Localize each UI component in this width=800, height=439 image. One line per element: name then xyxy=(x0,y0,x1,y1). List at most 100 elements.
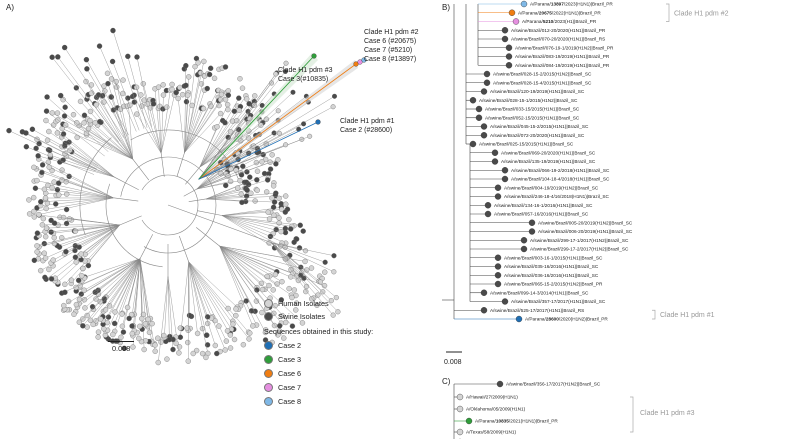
tree-branch xyxy=(198,105,263,180)
human-isolate-swatch xyxy=(264,299,273,308)
swine-tip xyxy=(131,99,137,105)
tree-branch xyxy=(219,245,284,339)
tip-node xyxy=(520,237,528,244)
tip-node xyxy=(501,167,509,174)
tree-branch xyxy=(221,211,269,216)
panel-a-scale-label: 0.008 xyxy=(112,344,131,353)
swine-tip xyxy=(278,297,285,303)
tip-node xyxy=(484,210,492,218)
tree-branch xyxy=(59,224,120,248)
tip-label: A/swine/Brazil/084-19/2019(H1N1)|Brazil_… xyxy=(515,63,610,68)
legend-human-label: Human Isolates xyxy=(278,299,329,308)
human-tip xyxy=(136,335,142,342)
human-tip xyxy=(34,249,40,255)
human-tip xyxy=(62,122,69,128)
swine-tip xyxy=(222,119,228,126)
tree-branch xyxy=(113,109,134,160)
human-tip xyxy=(258,280,265,287)
human-tip xyxy=(59,235,65,241)
human-tip xyxy=(87,317,94,323)
swine-tip xyxy=(6,127,12,134)
tree-branch xyxy=(107,83,134,160)
tip-label: A/Texas/58/2009(H1N1) xyxy=(466,430,516,435)
tree-tip xyxy=(275,108,281,114)
tree-branch xyxy=(219,245,294,274)
human-tip xyxy=(244,96,250,102)
human-tip xyxy=(303,288,309,295)
human-tip xyxy=(26,197,32,203)
human-tip xyxy=(199,350,206,357)
swine-tip xyxy=(108,94,115,100)
clade-label-pdm2: Clade H1 pdm #2 xyxy=(674,10,729,17)
tree-tip xyxy=(320,289,326,295)
human-tip xyxy=(185,92,191,98)
human-tip xyxy=(60,214,67,221)
case6-swatch xyxy=(264,369,273,378)
tip-label: A/swine/Brazil/134-16-1/2016(H1N1)|Brazi… xyxy=(494,203,593,208)
tree-branch xyxy=(46,110,105,157)
swine-tip xyxy=(183,82,189,89)
human-tip xyxy=(93,102,99,108)
human-tip xyxy=(31,194,37,201)
human-tip xyxy=(39,222,46,228)
swine-tip xyxy=(55,54,61,60)
tip-label: A/swine/Brazil/070-20/2020(H1N1)|Brazil_… xyxy=(511,37,605,42)
tree-branch xyxy=(127,98,134,160)
tree-branch xyxy=(48,131,115,178)
tree-branch xyxy=(52,112,133,160)
tip-node xyxy=(508,9,516,16)
tree-branch xyxy=(271,242,301,276)
clade-bracket-pdm2 xyxy=(666,3,670,22)
human-tip xyxy=(45,182,51,188)
legend-heading: Sequences obtained in this study: xyxy=(264,327,374,336)
swine-tip xyxy=(236,95,242,101)
tree-branch xyxy=(205,194,242,200)
human-tip xyxy=(54,130,61,136)
human-tip xyxy=(124,304,131,311)
human-tip xyxy=(149,320,155,327)
swine-tip xyxy=(222,64,229,70)
tree-branch xyxy=(26,146,95,175)
tip-node xyxy=(491,149,499,156)
tip-label: A/Parana/20675/2022(H1N1)|Brazil_PR xyxy=(518,10,601,15)
human-tip xyxy=(155,335,161,341)
human-tip xyxy=(26,211,33,217)
tree-branch xyxy=(41,172,114,199)
swine-tip xyxy=(109,58,116,65)
swine-tip xyxy=(239,199,245,206)
tip-node xyxy=(456,428,464,436)
tree-branch xyxy=(25,132,97,170)
swine-tip xyxy=(60,131,67,137)
human-tip xyxy=(76,319,83,325)
human-tip xyxy=(82,305,88,311)
human-tip xyxy=(169,86,175,93)
human-tip xyxy=(40,215,47,222)
tree-branch xyxy=(271,242,307,287)
tip-node xyxy=(494,272,502,279)
swine-tip xyxy=(238,172,245,178)
tip-node xyxy=(496,380,504,388)
case3-tip xyxy=(311,53,317,59)
case8-tip xyxy=(361,57,367,63)
swine-tip xyxy=(300,228,306,234)
human-tip xyxy=(36,211,42,218)
tree-branch xyxy=(90,258,141,321)
tree-branch xyxy=(219,245,287,259)
tip-label: A/swine/Brazil/066-19-2/2018(H1N1)|Brazi… xyxy=(511,168,610,173)
tip-label: A/swine/Brazil/083-19/2019(H1N1)|Brazil_… xyxy=(515,54,610,59)
legend-case3-label: Case 3 xyxy=(278,355,302,364)
tree-branch xyxy=(160,90,171,154)
tree-branch xyxy=(8,130,96,172)
swine-tip xyxy=(61,44,68,51)
tree-branch xyxy=(64,47,125,139)
tip-node xyxy=(475,114,483,121)
tree-branch xyxy=(221,215,275,249)
tree-branch xyxy=(167,276,180,353)
human-tip xyxy=(270,183,277,189)
tip-node xyxy=(501,27,509,34)
human-tip xyxy=(270,287,276,293)
human-tip xyxy=(272,302,278,309)
tree-branch xyxy=(198,92,294,180)
tip-node xyxy=(480,289,488,296)
tree-branch xyxy=(64,224,120,285)
